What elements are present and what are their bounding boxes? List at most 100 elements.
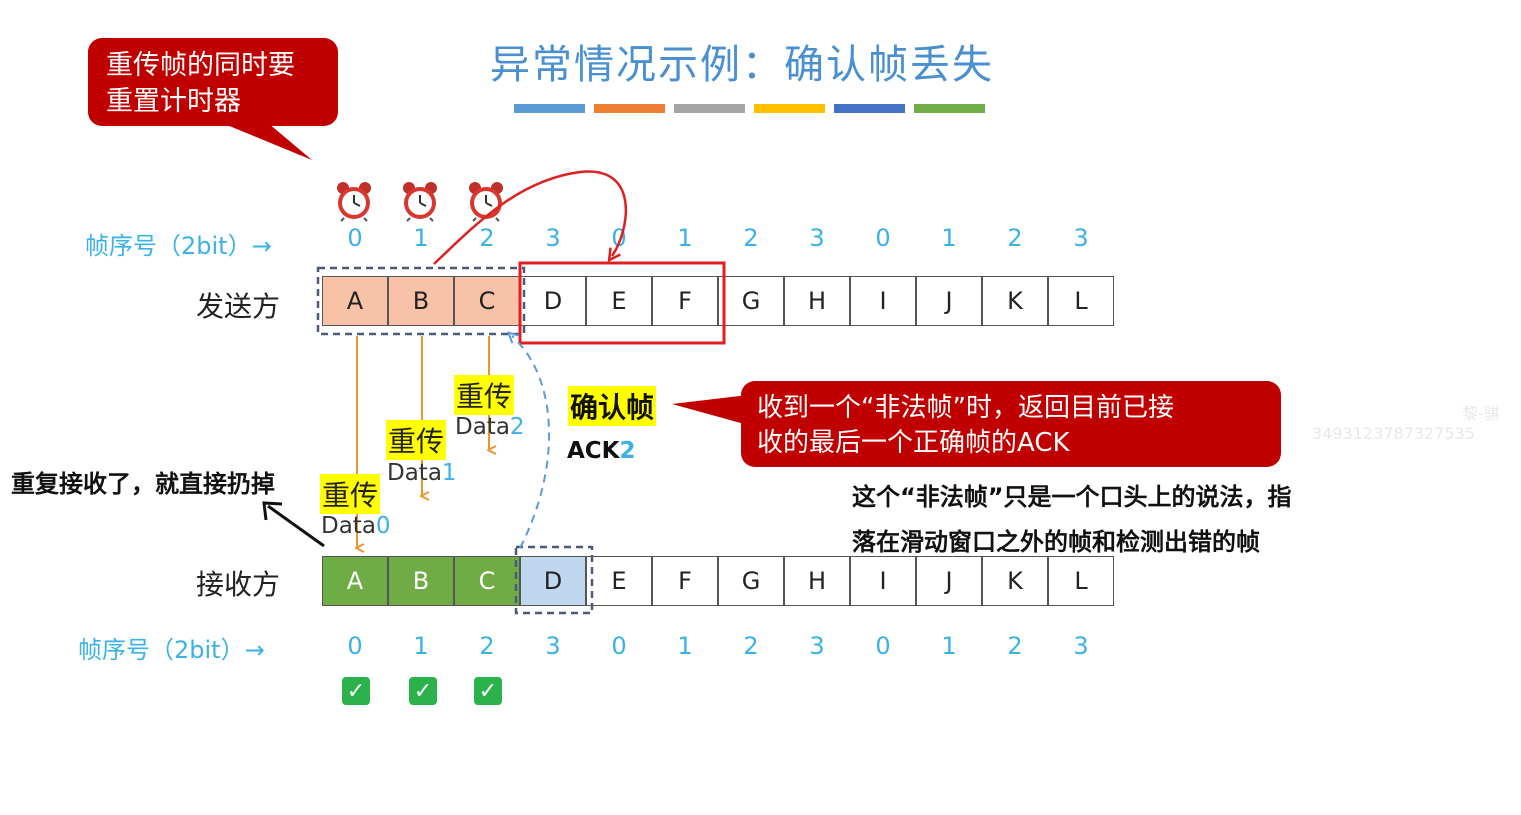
seq-number: 1 <box>677 224 693 252</box>
ack-label: ACK2 <box>567 438 636 464</box>
watermark-line: 3493123787327535 <box>1312 424 1475 443</box>
frame-cell: F <box>652 276 718 326</box>
frame-cell: L <box>1048 276 1114 326</box>
data-index: 2 <box>509 414 525 440</box>
arrow-icon <box>267 504 325 548</box>
callout-line: 收的最后一个正确帧的ACK <box>757 428 1070 458</box>
seq-numbers-top: 0 1 2 3 0 1 2 3 0 1 2 3 <box>322 224 1114 252</box>
color-bar <box>914 104 985 113</box>
seq-number: 2 <box>1007 224 1023 252</box>
ack-index: 2 <box>619 438 636 464</box>
seq-number: 3 <box>545 224 561 252</box>
data-prefix: Data <box>321 513 376 539</box>
color-bar <box>594 104 665 113</box>
annotation-arrow <box>433 170 627 265</box>
duplicate-note: 重复接收了，就直接扔掉 <box>11 470 275 498</box>
alarm-clock-icon <box>337 182 371 222</box>
frame-cell: B <box>388 276 454 326</box>
seq-number: 2 <box>479 224 495 252</box>
receiver-frames: A B C D E F G H I J K L <box>322 556 1114 606</box>
seq-label-top: 帧序号（2bit）→ <box>85 232 272 260</box>
check-icon: ✓ <box>474 677 502 705</box>
frame-cell: B <box>388 556 454 606</box>
frame-cell: F <box>652 556 718 606</box>
seq-number: 2 <box>743 632 759 660</box>
seq-number: 0 <box>875 224 891 252</box>
receiver-window <box>514 545 594 615</box>
seq-number: 1 <box>677 632 693 660</box>
data-prefix: Data <box>387 460 442 486</box>
frame-cell: C <box>454 556 520 606</box>
color-bar <box>674 104 745 113</box>
frame-cell: G <box>718 556 784 606</box>
seq-number: 3 <box>545 632 561 660</box>
seq-number: 2 <box>479 632 495 660</box>
sender-window <box>316 266 526 336</box>
data-prefix: Data <box>455 414 510 440</box>
frame-cell: I <box>850 556 916 606</box>
frame-cell: C <box>454 276 520 326</box>
seq-number: 1 <box>413 632 429 660</box>
seq-number: 0 <box>347 224 363 252</box>
color-bar <box>754 104 825 113</box>
seq-number: 1 <box>941 632 957 660</box>
data-label: Data2 <box>455 414 525 440</box>
page-title: 异常情况示例：确认帧丢失 <box>490 42 994 88</box>
seq-number: 2 <box>743 224 759 252</box>
alarm-clock-icon <box>403 182 437 222</box>
seq-number: 3 <box>809 224 825 252</box>
callout-line: 收到一个“非法帧”时，返回目前已接 <box>757 393 1174 423</box>
receiver-label: 接收方 <box>196 568 281 601</box>
ack-frame-label: 确认帧 <box>568 386 657 426</box>
check-icon: ✓ <box>342 677 370 705</box>
frame-cell: E <box>586 276 652 326</box>
ack-arrow <box>512 336 550 549</box>
frame-cell: G <box>718 276 784 326</box>
illegal-frame-note-line1: 这个“非法帧”只是一个口头上的说法，指 <box>852 483 1292 511</box>
frame-cell: D <box>520 556 586 606</box>
frame-cell: E <box>586 556 652 606</box>
data-label: Data1 <box>387 460 457 486</box>
sender-frames: A B C D E F G H I J K L <box>322 276 1114 326</box>
callout-line: 重传帧的同时要 <box>106 50 295 81</box>
seq-number: 0 <box>875 632 891 660</box>
check-icon: ✓ <box>409 677 437 705</box>
callout-illegal-frame: 收到一个“非法帧”时，返回目前已接 收的最后一个正确帧的ACK <box>741 381 1281 467</box>
color-bar <box>834 104 905 113</box>
frame-cell: H <box>784 276 850 326</box>
ack-text: ACK <box>567 438 620 464</box>
seq-number: 3 <box>1073 632 1089 660</box>
seq-number: 3 <box>809 632 825 660</box>
retransmit-label: 重传 <box>320 474 381 514</box>
watermark-line: 黎-骐 <box>1462 404 1500 423</box>
window-highlight <box>518 261 726 345</box>
seq-number: 0 <box>611 632 627 660</box>
callout-reset-timer: 重传帧的同时要 重置计时器 <box>88 38 338 126</box>
seq-number: 0 <box>347 632 363 660</box>
seq-number: 1 <box>941 224 957 252</box>
frame-cell: K <box>982 556 1048 606</box>
color-bar <box>514 104 585 113</box>
frame-cell: L <box>1048 556 1114 606</box>
title-color-bars <box>514 104 985 113</box>
frame-cell: I <box>850 276 916 326</box>
callout-line: 重置计时器 <box>106 86 241 117</box>
frame-cell: K <box>982 276 1048 326</box>
frame-cell: A <box>322 276 388 326</box>
seq-label-bottom: 帧序号（2bit）→ <box>78 636 265 664</box>
seq-number: 3 <box>1073 224 1089 252</box>
seq-numbers-bottom: 0 1 2 3 0 1 2 3 0 1 2 3 <box>322 632 1114 660</box>
illegal-frame-note-line2: 落在滑动窗口之外的帧和检测出错的帧 <box>852 528 1260 556</box>
frame-cell: J <box>916 276 982 326</box>
frame-cell: H <box>784 556 850 606</box>
frame-cell: A <box>322 556 388 606</box>
seq-number: 1 <box>413 224 429 252</box>
data-label: Data0 <box>321 513 391 539</box>
data-index: 1 <box>441 460 457 486</box>
retransmit-label: 重传 <box>386 420 447 460</box>
frame-cell: J <box>916 556 982 606</box>
seq-number: 2 <box>1007 632 1023 660</box>
sender-label: 发送方 <box>196 290 281 323</box>
